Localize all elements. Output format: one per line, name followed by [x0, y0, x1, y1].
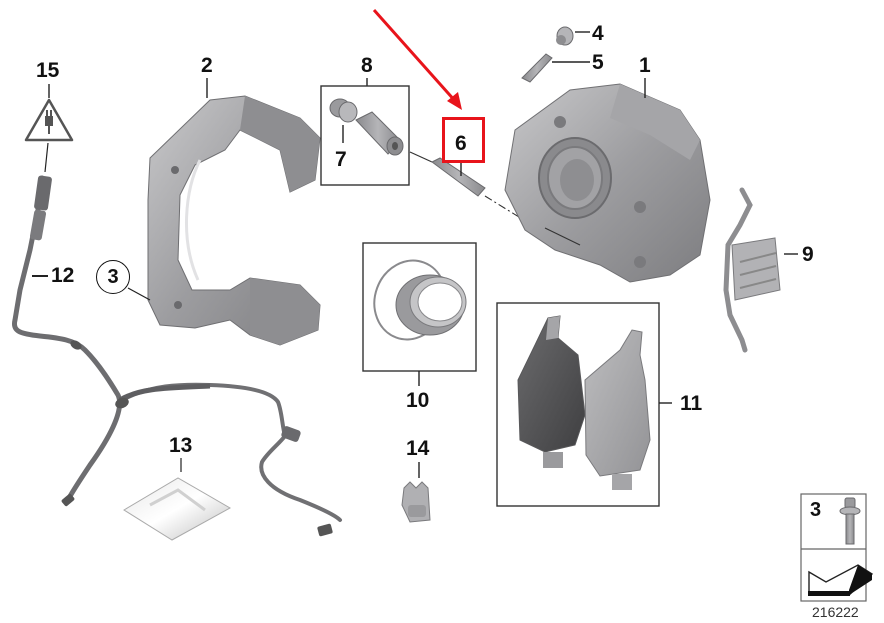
brake-caliper-housing — [504, 78, 711, 283]
legend-part-number[interactable]: 3 — [810, 499, 822, 521]
label-part-15[interactable]: 15 — [36, 59, 60, 82]
catalog-number: 216222 — [812, 604, 859, 620]
label-part-7[interactable]: 7 — [335, 148, 347, 171]
highlight-arrow-head — [447, 92, 462, 110]
label-part-2[interactable]: 2 — [201, 54, 213, 77]
label-part-14[interactable]: 14 — [406, 437, 430, 460]
direction-arrow-icon — [808, 564, 874, 596]
guide-sleeve-kit-box — [320, 78, 410, 186]
label-part-4[interactable]: 4 — [592, 22, 604, 45]
label-part-12[interactable]: 12 — [51, 264, 75, 287]
label-part-13[interactable]: 13 — [169, 434, 193, 457]
caliper-carrier-bracket — [147, 78, 321, 346]
label-part-5[interactable]: 5 — [592, 51, 604, 74]
label-part-8[interactable]: 8 — [361, 54, 373, 77]
brake-pad-set-box — [496, 302, 672, 507]
connector-warning-icon — [24, 84, 74, 173]
grease-packet — [123, 458, 232, 541]
wear-sensor-cable — [11, 175, 342, 537]
leader-line-3 — [127, 287, 151, 301]
label-part-3-circled[interactable]: 3 — [96, 260, 130, 294]
label-part-1[interactable]: 1 — [639, 54, 651, 77]
bleeder-cap-and-screw — [521, 26, 590, 83]
label-part-10[interactable]: 10 — [406, 389, 430, 412]
highlight-arrow — [372, 9, 458, 103]
highlight-box-part-6 — [442, 117, 485, 163]
cable-holder-clip — [401, 462, 431, 523]
label-part-9[interactable]: 9 — [802, 243, 814, 266]
anti-rattle-spring — [723, 187, 798, 353]
bolt-icon — [839, 497, 861, 545]
leader-line-12 — [32, 275, 48, 277]
legend-box — [800, 493, 874, 602]
label-part-6[interactable]: 6 — [455, 132, 467, 155]
piston-seal-kit-box — [362, 242, 477, 386]
label-part-11[interactable]: 11 — [680, 392, 703, 415]
